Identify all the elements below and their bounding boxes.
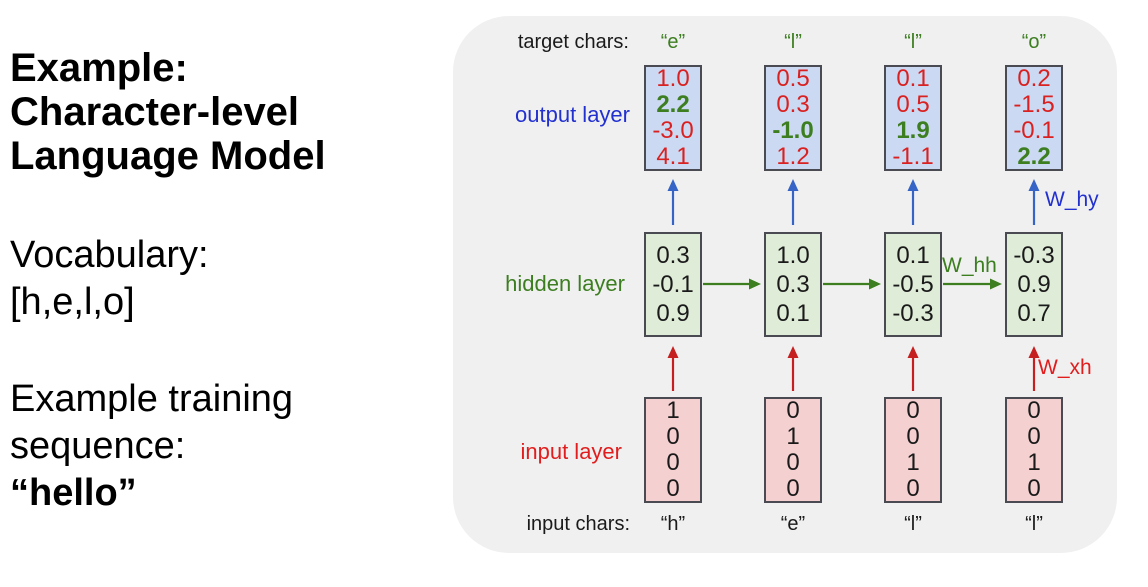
hidden-state-box: 1.0 0.3 0.1 <box>764 232 822 337</box>
vector-value: 2.2 <box>656 91 690 118</box>
vector-value: 0 <box>666 449 680 476</box>
title-line: Language Model <box>10 134 326 178</box>
input-char: “l” <box>904 513 922 535</box>
vector-value: 0 <box>1027 397 1041 424</box>
training-sequence-text: Example training sequence: “hello” <box>10 376 293 517</box>
vector-value: -1.5 <box>1013 91 1055 118</box>
vector-value: -0.1 <box>652 271 694 298</box>
target-chars-label: target chars: <box>517 31 629 53</box>
input-char: “h” <box>660 513 686 535</box>
rnn-diagram: target chars: “e” “l” “l” “o” output lay… <box>453 16 1117 553</box>
vector-value: 1.2 <box>776 143 810 170</box>
vector-value: 0 <box>666 475 680 502</box>
vector-value: 1.9 <box>896 117 930 144</box>
vector-value: 0 <box>786 449 800 476</box>
title-line: Example: <box>10 46 188 90</box>
vector-value: 0.9 <box>656 300 690 327</box>
vector-value: 1 <box>786 423 800 450</box>
target-char: “l” <box>904 31 922 53</box>
vector-value: 0 <box>906 475 920 502</box>
vector-value: 0.1 <box>896 242 930 269</box>
target-char: “e” <box>660 31 686 53</box>
vector-value: 0.1 <box>896 65 930 92</box>
input-vector-box: 0 1 0 0 <box>764 397 822 503</box>
vector-value: 0 <box>906 397 920 424</box>
slide-title: Example: Character-level Language Model <box>10 46 326 178</box>
output-vector-box: 1.0 2.2 -3.0 4.1 <box>644 65 702 171</box>
hidden-state-box: 0.3 -0.1 0.9 <box>644 232 702 337</box>
target-char: “l” <box>784 31 802 53</box>
input-char: “e” <box>780 513 806 535</box>
input-chars-label: input chars: <box>526 513 630 535</box>
input-char: “l” <box>1025 513 1043 535</box>
vector-value: 0 <box>906 423 920 450</box>
output-layer-label: output layer <box>515 102 630 127</box>
vocabulary-line: [h,e,l,o] <box>10 281 135 323</box>
target-char: “o” <box>1021 31 1047 53</box>
vector-value: 0.1 <box>776 300 810 327</box>
weight-label-w-hh: W_hh <box>942 254 997 277</box>
hidden-layer-label: hidden layer <box>505 271 625 296</box>
input-layer-label: input layer <box>520 439 622 464</box>
vector-value: 0 <box>666 423 680 450</box>
hidden-state-box: -0.3 0.9 0.7 <box>1005 232 1063 337</box>
input-vector-box: 0 0 1 0 <box>1005 397 1063 503</box>
title-line: Character-level <box>10 90 300 134</box>
hidden-state-box: 0.1 -0.5 -0.3 <box>884 232 942 337</box>
vector-value: 0.9 <box>1017 271 1051 298</box>
vector-value: 1.0 <box>776 242 810 269</box>
vector-value: 0 <box>786 475 800 502</box>
vocabulary-text: Vocabulary: [h,e,l,o] <box>10 232 209 326</box>
vector-value: 0.3 <box>656 242 690 269</box>
vector-value: 0.7 <box>1017 300 1051 327</box>
vector-value: -0.1 <box>1013 117 1055 144</box>
vector-value: 1.0 <box>656 65 690 92</box>
vector-value: 0.2 <box>1017 65 1051 92</box>
vector-value: 0.3 <box>776 91 810 118</box>
training-line: Example training <box>10 378 294 420</box>
vector-value: 0 <box>1027 475 1041 502</box>
vector-value: -3.0 <box>652 117 694 144</box>
vector-value: -0.5 <box>892 271 934 298</box>
vocabulary-line: Vocabulary: <box>10 234 209 276</box>
vector-value: 0.3 <box>776 271 810 298</box>
vector-value: 2.2 <box>1017 143 1051 170</box>
vector-value: -0.3 <box>1013 242 1055 269</box>
vector-value: 1 <box>906 449 920 476</box>
vector-value: 1 <box>666 397 680 424</box>
vector-value: 0.5 <box>776 65 810 92</box>
vector-value: -1.1 <box>892 143 934 170</box>
weight-label-w-xh: W_xh <box>1038 356 1092 379</box>
vector-value: 0 <box>1027 423 1041 450</box>
vector-value: 0.5 <box>896 91 930 118</box>
output-vector-box: 0.1 0.5 1.9 -1.1 <box>884 65 942 171</box>
training-line: sequence: <box>10 425 186 467</box>
vector-value: -1.0 <box>772 117 814 144</box>
input-vector-box: 1 0 0 0 <box>644 397 702 503</box>
vector-value: 1 <box>1027 449 1041 476</box>
weight-label-w-hy: W_hy <box>1045 188 1099 211</box>
output-vector-box: 0.2 -1.5 -0.1 2.2 <box>1005 65 1063 171</box>
vector-value: -0.3 <box>892 300 934 327</box>
training-sequence-word: “hello” <box>10 472 137 514</box>
input-vector-box: 0 0 1 0 <box>884 397 942 503</box>
output-vector-box: 0.5 0.3 -1.0 1.2 <box>764 65 822 171</box>
vector-value: 0 <box>786 397 800 424</box>
vector-value: 4.1 <box>656 143 690 170</box>
